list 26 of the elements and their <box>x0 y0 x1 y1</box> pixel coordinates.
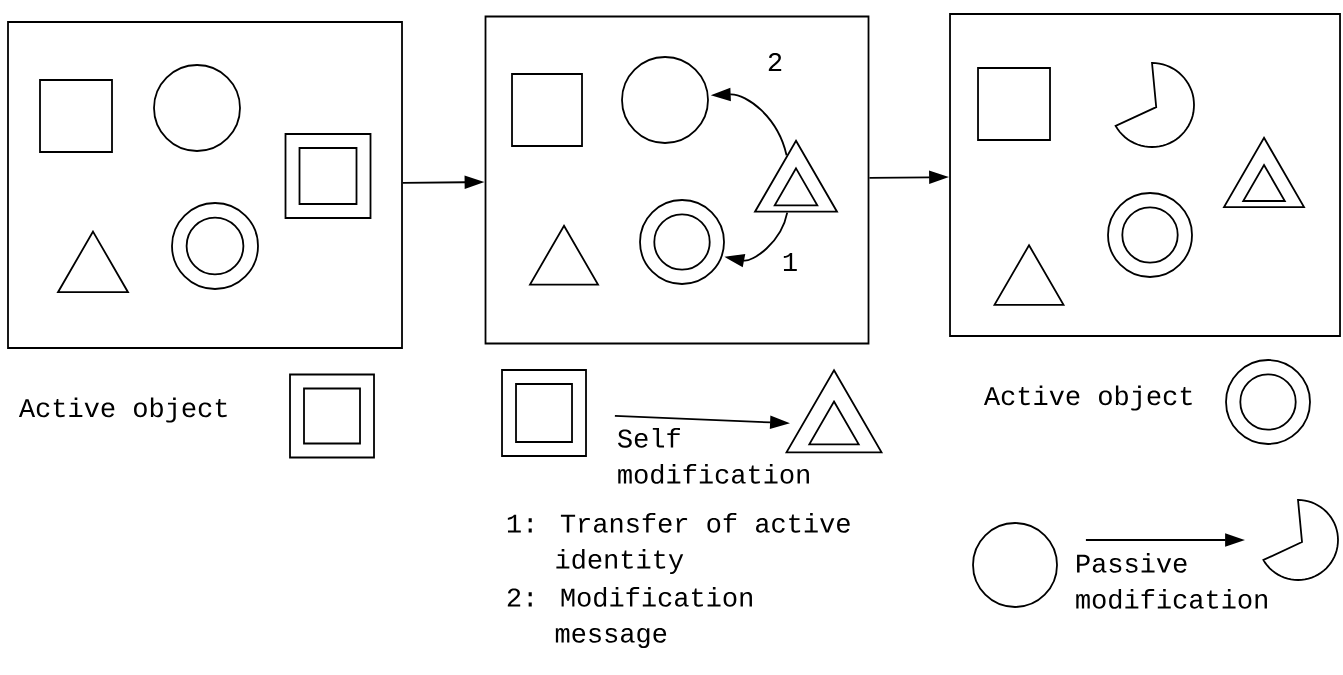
pie-shape <box>1114 62 1195 148</box>
square <box>39 79 113 153</box>
circle <box>972 522 1058 608</box>
pie-shape <box>1262 499 1339 581</box>
panel-frame <box>484 15 870 345</box>
double-square <box>284 133 372 219</box>
caption-text: Active object <box>983 385 1192 411</box>
edge-label: Passive modification <box>1076 552 1267 609</box>
double-circle <box>171 202 259 290</box>
edge-label: 2 <box>764 50 786 74</box>
note-text: 2: Modification message <box>507 586 752 649</box>
square <box>511 73 583 147</box>
panel-frame <box>7 21 403 349</box>
double-circle <box>639 199 725 285</box>
caption-text: Active object <box>18 397 227 423</box>
edge-label: Self modification <box>617 427 809 484</box>
square <box>977 67 1051 141</box>
edge-label: 1 <box>779 251 801 273</box>
double-square <box>289 373 375 459</box>
double-circle <box>1225 359 1311 445</box>
double-circle <box>1107 192 1193 278</box>
panel-frame <box>949 13 1341 337</box>
note-text: 1: Transfer of active identity <box>507 512 850 575</box>
double-square <box>501 369 587 457</box>
circle <box>153 64 241 152</box>
circle <box>621 56 709 144</box>
